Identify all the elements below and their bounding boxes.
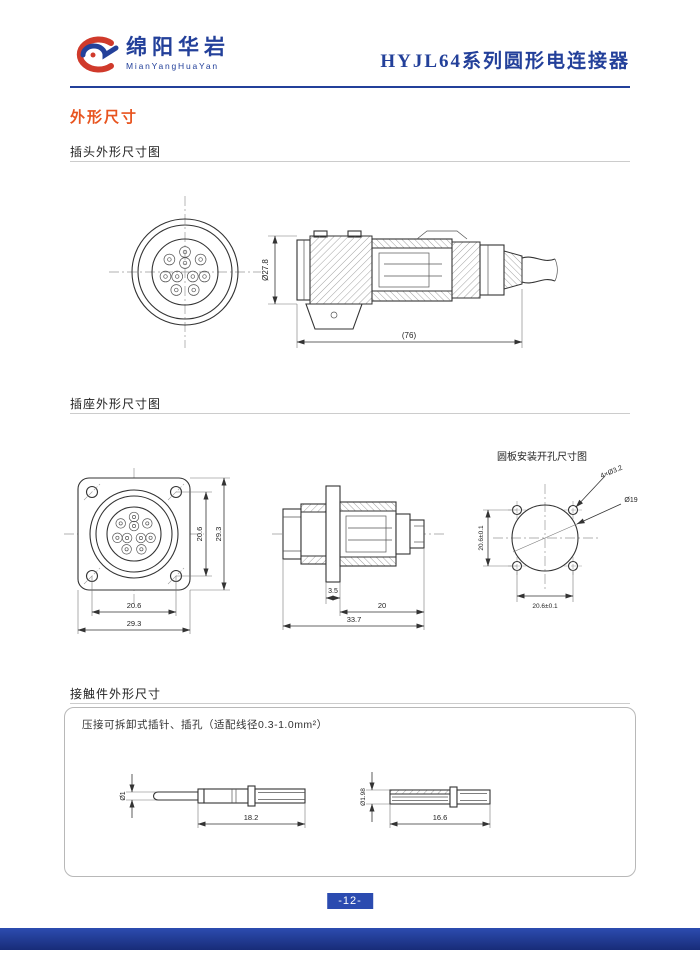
socket-flange: [77, 477, 191, 591]
subsection-socket: 插座外形尺寸图: [70, 397, 162, 411]
logo-chinese-name: 绵阳华岩: [126, 36, 230, 59]
page-number: -12-: [327, 893, 373, 909]
socket-rule: [70, 413, 630, 414]
subsection-contact: 接触件外形尺寸: [70, 687, 162, 701]
footer-bar: [0, 928, 700, 950]
plug-dia-dimension: Ø27.8: [261, 235, 297, 305]
socket-side-body: [282, 485, 425, 583]
plug-pins: [159, 246, 211, 296]
section-title-outline-dimensions: 外形尺寸: [70, 109, 139, 126]
socket-pins: [112, 511, 156, 555]
panel-cutout-title: 圆板安装开孔尺寸图: [497, 452, 587, 463]
page-title: HYJL64系列圆形电连接器: [380, 51, 630, 72]
logo-english-name: MianYangHuaYan: [126, 61, 219, 71]
contact-rule: [70, 703, 630, 704]
hole-span-v-label: 20.6: [195, 527, 204, 542]
cutout-dia-label: Ø19: [624, 497, 637, 504]
contact-note: 压接可拆卸式插针、插孔（适配线径0.3-1.0mm²）: [82, 719, 328, 731]
panel-span-v-label: 20.6±0.1: [478, 525, 485, 551]
company-logo-icon: [76, 36, 119, 73]
socket-side-view-drawing: 3.5 20 33.7: [272, 485, 446, 630]
socket-contact-body: [389, 786, 491, 808]
panel-dimensions: 20.6±0.1 20.6±0.1: [478, 509, 574, 610]
flange-thickness-label: 3.5: [328, 588, 338, 595]
plug-front-view-drawing: [109, 196, 261, 348]
panel-centerlines: [493, 484, 601, 592]
pin-dia-dimension: Ø1: [120, 774, 158, 818]
panel-span-h-label: 20.6±0.1: [532, 603, 558, 610]
panel-cutout-drawing: 4×Ø3.2 Ø19 20.6±0.1 20.6±0.1: [478, 465, 638, 610]
pin-contact-drawing: Ø1 18.2: [120, 774, 306, 828]
pin-length-dimension: 18.2: [197, 803, 306, 828]
subsection-plug: 插头外形尺寸图: [70, 145, 162, 159]
flange-v-label: 29.3: [214, 527, 223, 542]
flange-h-label: 29.3: [127, 619, 142, 628]
logo-text-block: 绵阳华岩 MianYangHuaYan: [126, 37, 230, 71]
header-rule: [70, 86, 630, 88]
logo-swirl: [76, 36, 119, 73]
plug-length-dimension: (76): [296, 289, 523, 348]
hole-span-h-label: 20.6: [127, 601, 142, 610]
socket-contact-dia-label: Ø1.98: [360, 788, 367, 806]
pin-length-label: 18.2: [244, 813, 259, 822]
socket-contact-drawing: Ø1.98 16.6: [360, 772, 491, 828]
socket-front-dimensions: 20.6 29.3 20.6 29.3: [77, 477, 230, 634]
socket-contact-length-dimension: 16.6: [389, 804, 491, 828]
plug-length-label: (76): [402, 331, 417, 340]
plug-dia-label: Ø27.8: [261, 259, 270, 281]
socket-side-dimensions: 3.5 20 33.7: [282, 548, 425, 630]
pin-dia-label: Ø1: [120, 791, 127, 800]
mount-holes-label: 4×Ø3.2: [600, 465, 624, 481]
socket-contact-length-label: 16.6: [433, 813, 448, 822]
rear-length-label: 20: [378, 601, 386, 610]
plug-side-view-drawing: Ø27.8: [261, 230, 558, 348]
plug-rule: [70, 161, 630, 162]
total-length-label: 33.7: [347, 615, 362, 624]
plug-front-shell: [131, 218, 239, 326]
socket-front-view-drawing: 20.6 29.3 20.6 29.3: [64, 468, 230, 634]
socket-contact-dia-dimension: Ø1.98: [360, 772, 390, 822]
plug-body: [296, 230, 558, 330]
pin-body: [152, 785, 306, 807]
plug-front-centerlines: [109, 196, 261, 348]
contact-box: [64, 707, 636, 877]
